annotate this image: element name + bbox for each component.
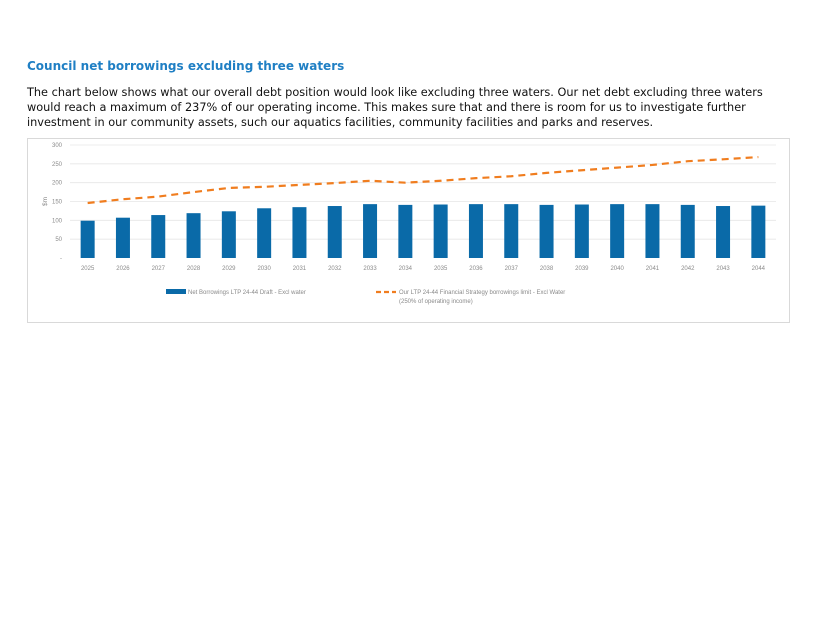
bar (80, 220, 95, 258)
x-tick-label: 2038 (540, 266, 554, 272)
x-tick-label: 2025 (81, 266, 95, 272)
legend-label-line-note: (250% of operating income) (399, 299, 473, 305)
bar (398, 204, 413, 258)
limit-line (87, 155, 759, 205)
bar (751, 205, 766, 258)
y-tick-label: 50 (55, 237, 62, 243)
y-tick-label: 200 (52, 181, 63, 187)
bar (680, 204, 695, 258)
bar (574, 204, 589, 258)
net-borrowings-chart: 300 250 200 150 100 50 - $m 2025 2026 2027 2028 2029… (42, 143, 776, 305)
bar (186, 213, 201, 258)
bar (292, 207, 307, 258)
x-tick-label: 2030 (257, 266, 271, 272)
x-tick-label: 2044 (752, 266, 766, 272)
x-tick-label: 2031 (293, 266, 307, 272)
bar (363, 204, 378, 258)
legend-swatch-bar (166, 289, 186, 294)
x-tick-label: 2041 (646, 266, 660, 272)
bar (433, 204, 448, 258)
y-axis-label: $m (42, 197, 49, 206)
y-tick-label: 300 (52, 143, 63, 149)
bar (539, 204, 554, 258)
y-tick-label: - (60, 256, 62, 262)
bar (468, 204, 483, 258)
bar (115, 217, 130, 258)
x-tick-label: 2033 (363, 266, 377, 272)
bar (257, 208, 272, 258)
y-tick-label: 150 (52, 200, 63, 206)
bar (327, 206, 342, 258)
bar (221, 211, 236, 258)
x-tick-label: 2036 (469, 266, 483, 272)
bar (716, 206, 731, 258)
x-tick-label: 2039 (575, 266, 589, 272)
x-tick-label: 2034 (399, 266, 413, 272)
bar (610, 204, 625, 258)
x-tick-label: 2028 (187, 266, 201, 272)
x-tick-label: 2037 (505, 266, 519, 272)
x-tick-label: 2026 (116, 266, 130, 272)
x-tick-label: 2027 (152, 266, 166, 272)
x-tick-label: 2042 (681, 266, 695, 272)
x-tick-label: 2032 (328, 266, 342, 272)
legend-label-bar: Net Borrowings LTP 24-44 Draft - Excl wa… (188, 290, 306, 296)
section-heading: Council net borrowings excluding three w… (27, 59, 345, 73)
y-tick-label: 250 (52, 162, 63, 168)
y-tick-label: 100 (52, 218, 63, 224)
legend-label-line: Our LTP 24-44 Financial Strategy borrowi… (399, 290, 565, 296)
x-tick-label: 2043 (716, 266, 730, 272)
chart-frame: 300 250 200 150 100 50 - $m 2025 2026 2027 2028 2029… (27, 138, 790, 323)
bar (645, 204, 660, 258)
bar (504, 204, 519, 258)
x-tick-label: 2035 (434, 266, 448, 272)
x-tick-label: 2029 (222, 266, 236, 272)
x-tick-label: 2040 (610, 266, 624, 272)
bar (151, 215, 166, 258)
intro-paragraph: The chart below shows what our overall d… (27, 86, 763, 129)
